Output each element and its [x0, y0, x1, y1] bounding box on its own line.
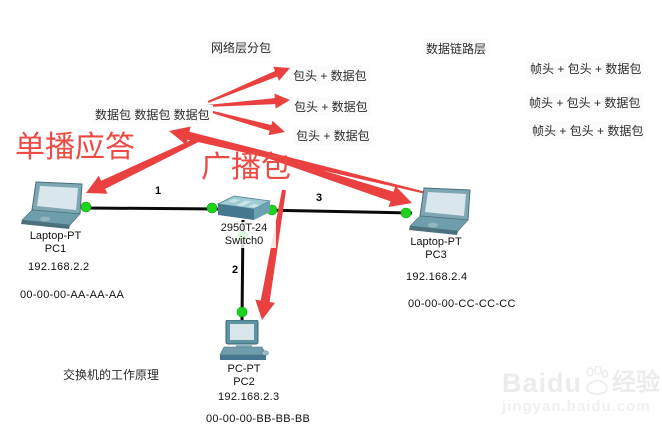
arrow-broadcast-to-pc2: [255, 189, 286, 320]
network-packet-label-1: 包头 + 数据包: [290, 66, 370, 85]
unicast-reply-label: 单播应答: [15, 131, 135, 164]
link-label-1: 1: [153, 185, 164, 198]
arrow-network-split-2: [206, 93, 290, 109]
device-model-pc3: Laptop-PT: [410, 236, 462, 248]
device-label-pc2: PC-PT PC2: [214, 363, 274, 389]
ip-label-pc3: 192.168.2.4: [406, 271, 468, 283]
ip-label-pc1: 192.168.2.2: [28, 261, 90, 273]
packets-source-label: 数据包 数据包 数据包: [92, 105, 213, 124]
arrow-network-split-3: [208, 110, 285, 136]
watermark-url: jingyan.baidu.com: [502, 398, 651, 415]
arrow-network-split-1: [207, 66, 290, 103]
device-name-pc3: PC3: [425, 249, 447, 261]
device-name-pc2: PC2: [233, 376, 255, 388]
link-label-2: 2: [230, 264, 241, 277]
frame-packet-label-3: 帧头 + 包头 + 数据包: [529, 121, 647, 140]
watermark-brand-suffix: 经验: [612, 369, 661, 396]
diagram-caption: 交换机的工作原理: [63, 368, 160, 382]
ip-label-pc2: 192.168.2.3: [218, 391, 280, 403]
laptop-icon: [21, 181, 83, 229]
mac-label-pc3: 00-00-00-CC-CC-CC: [408, 298, 516, 310]
device-label-switch0: 2950T-24 Switch0: [212, 222, 276, 248]
network-packet-label-3: 包头 + 数据包: [293, 126, 373, 145]
link-status-dot-pc1: [80, 201, 92, 213]
arrow-unicast-reply-from-pc3: [169, 126, 427, 194]
arrow-broadcast-to-pc3: [236, 144, 412, 207]
device-switch0[interactable]: [214, 194, 274, 229]
network-layer-title: 网络层分包: [208, 38, 275, 57]
device-label-pc1: Laptop-PT PC1: [8, 230, 103, 256]
switch-icon: [216, 195, 272, 220]
desktop-pc-icon: [219, 319, 269, 360]
mac-label-pc1: 00-00-00-AA-AA-AA: [20, 289, 125, 301]
link-status-dot-pc2: [236, 306, 248, 318]
paw-icon: [586, 366, 609, 395]
datalink-layer-title: 数据链路层: [423, 39, 490, 58]
device-model-pc1: Laptop-PT: [29, 230, 82, 242]
device-name-pc1: PC1: [44, 243, 67, 255]
network-packet-label-2: 包头 + 数据包: [291, 97, 371, 116]
device-pc2[interactable]: [218, 319, 270, 369]
device-pc1[interactable]: [20, 180, 90, 237]
watermark-brand: Baidu: [502, 368, 583, 398]
mac-label-pc2: 00-00-00-BB-BB-BB: [206, 413, 311, 425]
link-switch0-pc3[interactable]: [259, 208, 413, 215]
device-label-pc3: Laptop-PT PC3: [400, 236, 472, 262]
frame-packet-label-2: 帧头 + 包头 + 数据包: [526, 93, 644, 112]
laptop-icon: [409, 187, 471, 235]
device-name-switch0: Switch0: [224, 235, 264, 247]
link-status-dot-switch-left: [206, 202, 218, 214]
arrow-unicast-reply-to-pc1: [86, 137, 199, 194]
link-pc1-switch0[interactable]: [85, 206, 221, 211]
frame-packet-label-1: 帧头 + 包头 + 数据包: [527, 59, 645, 78]
device-pc3[interactable]: [408, 186, 478, 243]
link-status-dot-pc3: [400, 207, 412, 219]
device-model-pc2: PC-PT: [227, 363, 261, 375]
broadcast-packet-label: 广播包: [201, 151, 291, 184]
link-label-3: 3: [314, 192, 325, 205]
watermark: Baidu 经验 jingyan.baidu.com: [502, 366, 660, 415]
device-model-switch0: 2950T-24: [220, 222, 268, 234]
